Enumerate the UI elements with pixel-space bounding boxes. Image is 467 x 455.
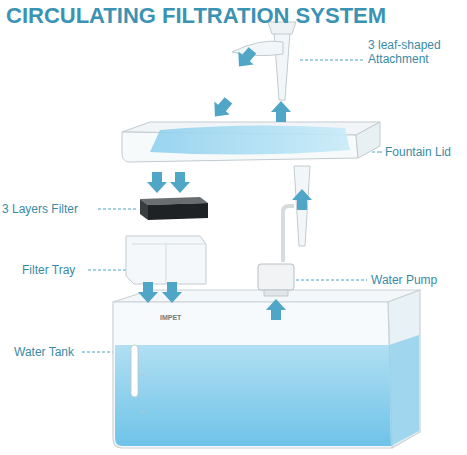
part-label: 3 Layers Filter — [2, 202, 78, 216]
title: CIRCULATING FILTRATION SYSTEM — [6, 3, 386, 29]
water-tank — [113, 290, 420, 448]
filter-tray — [126, 236, 206, 284]
fountain-lid — [122, 122, 380, 162]
part-label: Water Tank — [14, 345, 74, 359]
water-pump — [258, 206, 294, 296]
leaf-attachment — [232, 22, 296, 100]
part-label: Water Pump — [371, 273, 437, 287]
brand-mark: IMPET — [160, 314, 181, 322]
part-label: Filter Tray — [22, 263, 75, 277]
filter-sponge — [140, 197, 208, 220]
flow-arrows — [138, 44, 312, 320]
part-label: Fountain Lid — [385, 145, 451, 159]
part-label: 3 leaf-shaped Attachment — [368, 38, 460, 66]
